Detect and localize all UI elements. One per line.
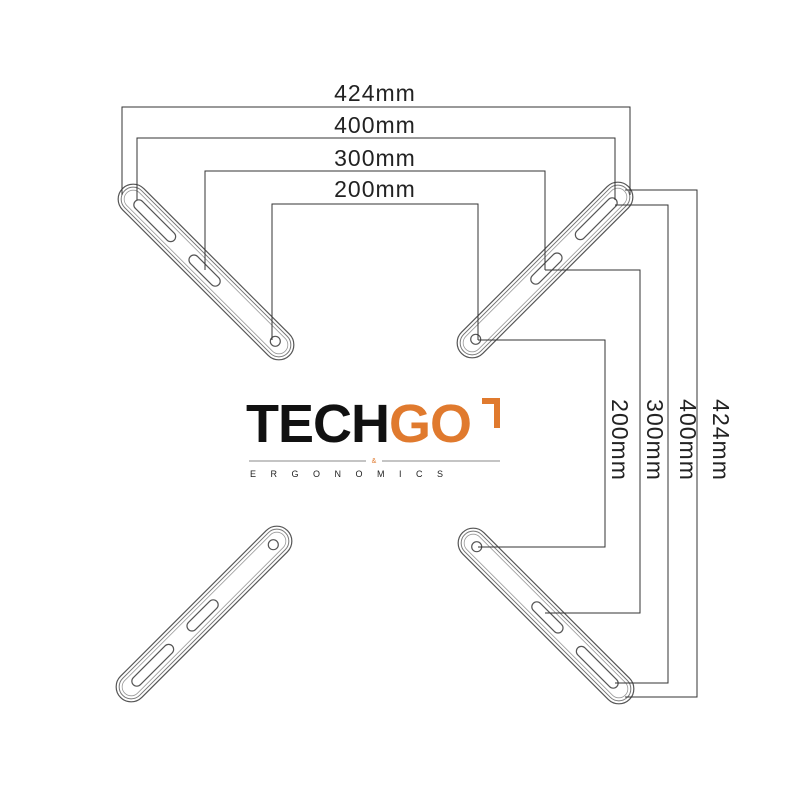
horizontal-dimension-lines: [121, 106, 631, 340]
techgo-logo: TECHGO & ERGONOMICS: [246, 394, 500, 479]
dimension-label-200-vertical: 200mm: [607, 399, 633, 481]
logo-corner-arrow-icon: [482, 398, 500, 428]
logo-tech-text: TECH: [246, 394, 389, 454]
bracket-arm-bottom-right: [451, 521, 641, 711]
dimension-label-300-horizontal: 300mm: [334, 145, 416, 171]
vertical-dimension-lines: [478, 189, 698, 698]
logo-subtitle: ERGONOMICS: [250, 469, 458, 479]
logo-go-text: GO: [389, 394, 471, 454]
logo-wordmark: TECHGO: [246, 394, 471, 454]
dimension-label-400-vertical: 400mm: [675, 399, 701, 481]
dimension-label-200-horizontal: 200mm: [334, 176, 416, 202]
bracket-arm-bottom-left: [109, 519, 299, 709]
dimension-label-300-vertical: 300mm: [642, 399, 668, 481]
logo-ampersand: &: [372, 458, 377, 465]
dimension-label-400-horizontal: 400mm: [334, 112, 416, 138]
dimension-label-424-vertical: 424mm: [708, 399, 734, 481]
dimension-label-424-horizontal: 424mm: [334, 80, 416, 106]
